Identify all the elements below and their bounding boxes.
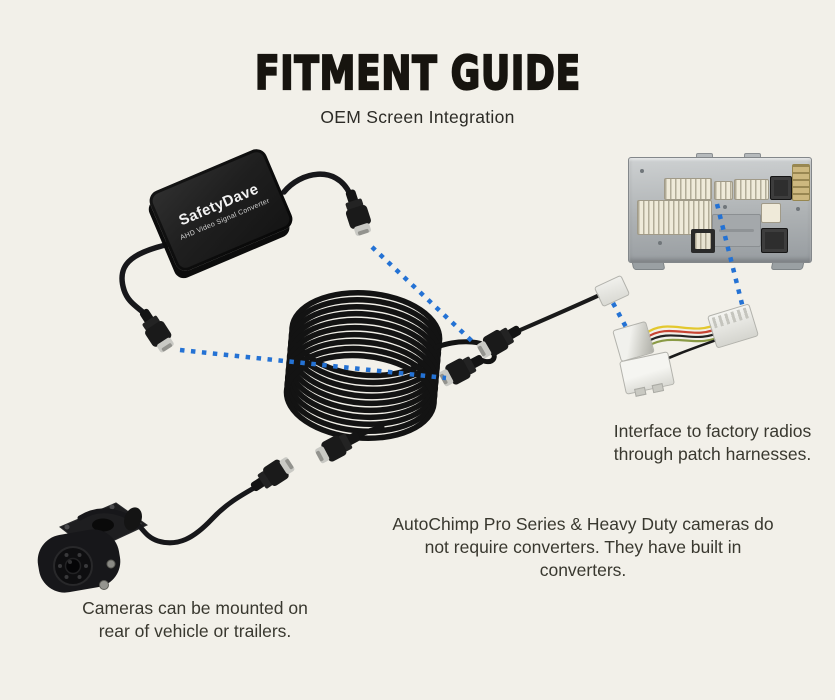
radio-connector-port — [734, 179, 769, 200]
radio-chassis-bump — [712, 214, 761, 247]
screw — [796, 207, 800, 211]
screw — [640, 169, 644, 173]
radio-connector-port — [714, 181, 733, 200]
converter-input-cable — [119, 237, 189, 317]
radio-head-unit — [628, 153, 812, 270]
radio-connector-port — [664, 178, 712, 200]
connector-ribs — [711, 307, 750, 329]
rca-adapter-cable — [516, 291, 606, 333]
radio-port-black — [761, 228, 788, 253]
converter-output-cable — [281, 171, 353, 197]
radio-usb-port — [691, 229, 715, 253]
patch-harness-connector-male — [706, 303, 760, 349]
radio-connector-port — [761, 203, 781, 223]
camera-illustration — [37, 502, 148, 593]
screw — [658, 241, 662, 245]
connector-tab — [634, 386, 647, 397]
radio-connector-tan — [792, 164, 810, 201]
coil-end-cable-bottom — [354, 424, 385, 439]
connector-tab — [651, 383, 665, 394]
converter-box: SafetyDave AHD Video Signal Converter — [146, 145, 296, 275]
radio-port-black — [770, 176, 792, 200]
camera-cable — [77, 485, 257, 546]
cable-grommet — [124, 507, 142, 531]
screw — [723, 205, 727, 209]
patch-harness-connector-small — [593, 274, 631, 308]
